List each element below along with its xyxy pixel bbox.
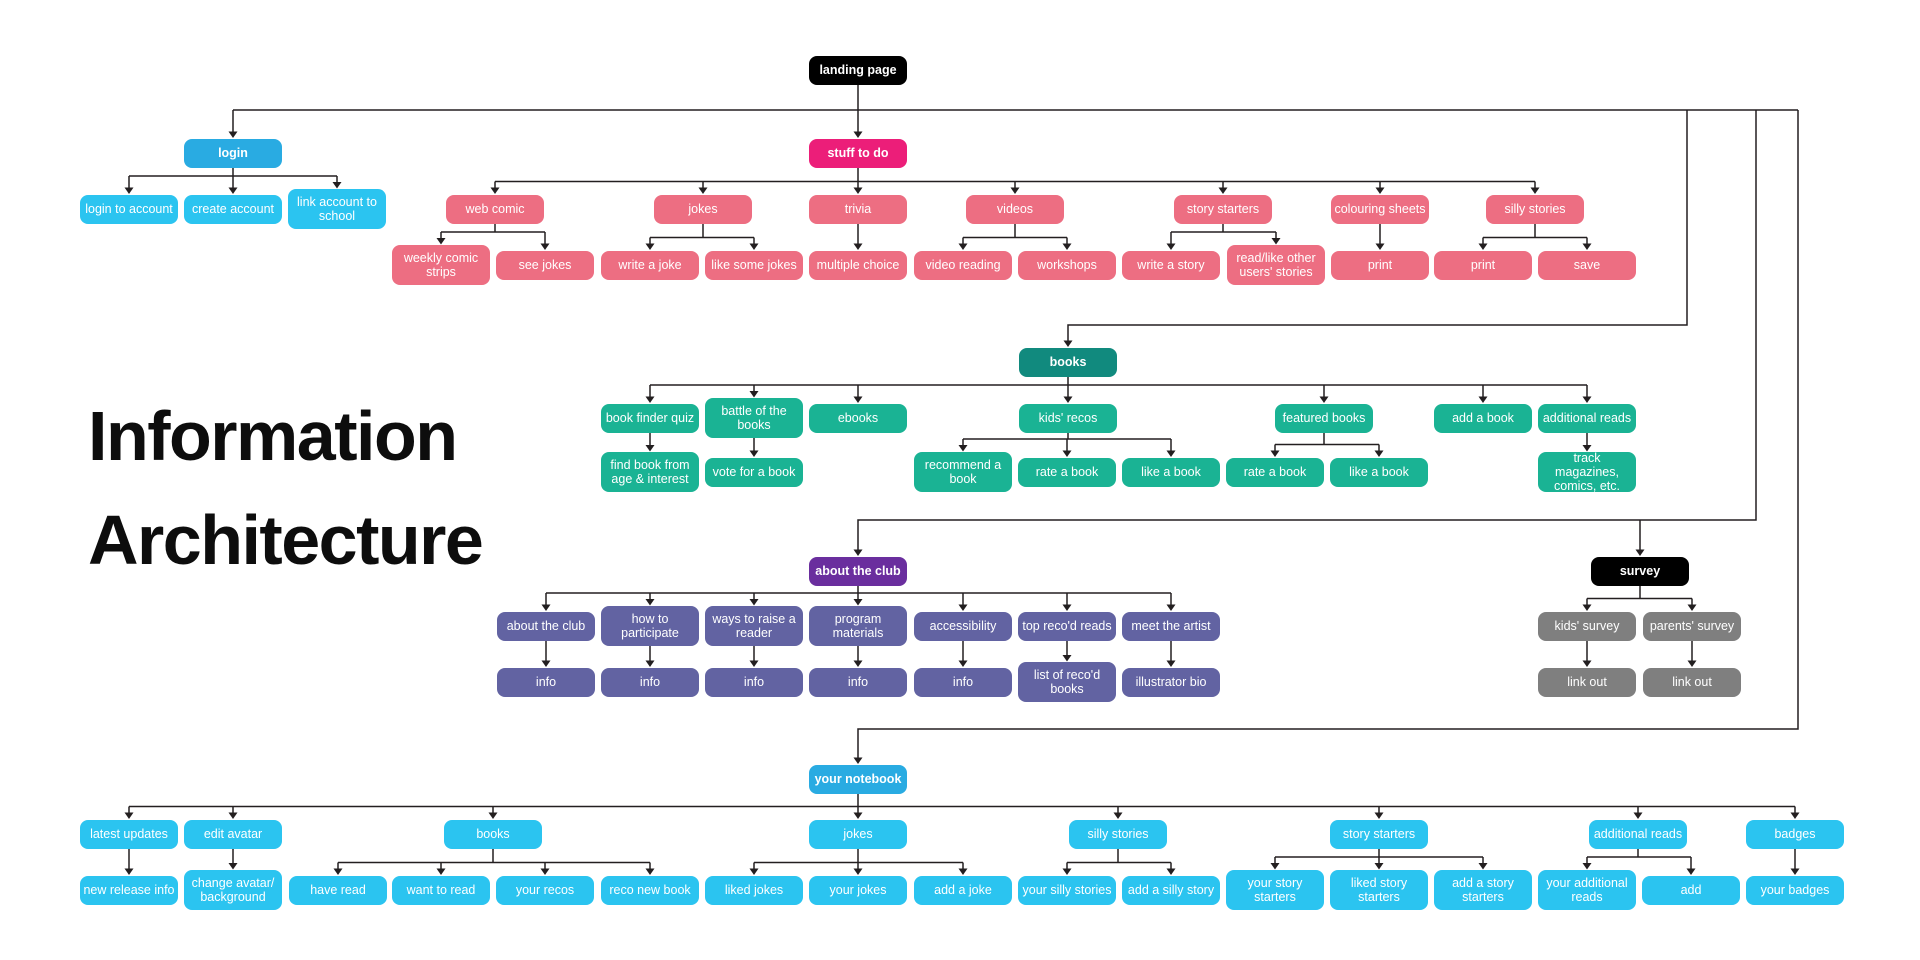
node-your-badges: your badges (1746, 875, 1844, 905)
node-your-silly-stories: your silly stories (1018, 875, 1116, 905)
node-featured-books: featured books (1275, 403, 1373, 433)
node-add: add (1642, 875, 1740, 905)
node-info: info (601, 667, 699, 697)
node-edit-avatar: edit avatar (184, 819, 282, 849)
node-print: print (1331, 250, 1429, 280)
node-change-avatar-background: change avatar/ background (184, 870, 282, 910)
node-your-story-starters: your story starters (1226, 870, 1324, 910)
node-info: info (809, 667, 907, 697)
node-ebooks: ebooks (809, 403, 907, 433)
node-add-a-silly-story: add a silly story (1122, 875, 1220, 905)
node-login: login (184, 138, 282, 168)
node-survey: survey (1591, 556, 1689, 586)
node-additional-reads: additional reads (1538, 403, 1636, 433)
node-your-additional-reads: your additional reads (1538, 870, 1636, 910)
node-about-the-club: about the club (809, 556, 907, 586)
node-recommend-a-book: recommend a book (914, 452, 1012, 492)
node-accessibility: accessibility (914, 611, 1012, 641)
node-about-the-club: about the club (497, 611, 595, 641)
node-how-to-participate: how to participate (601, 606, 699, 646)
node-info: info (914, 667, 1012, 697)
node-your-jokes: your jokes (809, 875, 907, 905)
node-battle-of-the-books: battle of the books (705, 398, 803, 438)
node-story-starters: story starters (1330, 819, 1428, 849)
node-meet-the-artist: meet the artist (1122, 611, 1220, 641)
node-vote-for-a-book: vote for a book (705, 457, 803, 487)
node-video-reading: video reading (914, 250, 1012, 280)
node-liked-story-starters: liked story starters (1330, 870, 1428, 910)
node-link-account-to-school: link account to school (288, 189, 386, 229)
node-rate-a-book: rate a book (1018, 457, 1116, 487)
node-parents-survey: parents' survey (1643, 611, 1741, 641)
node-landing-page: landing page (809, 55, 907, 85)
node-weekly-comic-strips: weekly comic strips (392, 245, 490, 285)
node-illustrator-bio: illustrator bio (1122, 667, 1220, 697)
node-jokes: jokes (809, 819, 907, 849)
node-list-of-reco-d-books: list of reco'd books (1018, 662, 1116, 702)
title-line-2: Architecture (88, 501, 484, 579)
node-your-notebook: your notebook (809, 764, 907, 794)
node-colouring-sheets: colouring sheets (1331, 194, 1429, 224)
node-info: info (705, 667, 803, 697)
node-like-a-book: like a book (1330, 457, 1428, 487)
node-read-like-other-users-stories: read/like other users' stories (1227, 245, 1325, 285)
node-track-magazines-comics-etc: track magazines, comics, etc. (1538, 451, 1636, 493)
node-find-book-from-age-interest: find book from age & interest (601, 452, 699, 492)
node-ways-to-raise-a-reader: ways to raise a reader (705, 606, 803, 646)
node-web-comic: web comic (446, 194, 544, 224)
node-want-to-read: want to read (392, 875, 490, 905)
diagram-title: Information Architecture (88, 384, 484, 592)
node-like-some-jokes: like some jokes (705, 250, 803, 280)
node-book-finder-quiz: book finder quiz (601, 403, 699, 433)
node-have-read: have read (289, 875, 387, 905)
node-program-materials: program materials (809, 606, 907, 646)
node-add-a-joke: add a joke (914, 875, 1012, 905)
node-liked-jokes: liked jokes (705, 875, 803, 905)
node-jokes: jokes (654, 194, 752, 224)
node-kids-survey: kids' survey (1538, 611, 1636, 641)
node-write-a-story: write a story (1122, 250, 1220, 280)
node-create-account: create account (184, 194, 282, 224)
node-save: save (1538, 250, 1636, 280)
node-add-a-book: add a book (1434, 403, 1532, 433)
node-badges: badges (1746, 819, 1844, 849)
node-videos: videos (966, 194, 1064, 224)
node-stuff-to-do: stuff to do (809, 138, 907, 168)
node-kids-recos: kids' recos (1019, 403, 1117, 433)
node-top-reco-d-reads: top reco'd reads (1018, 611, 1116, 641)
node-link-out: link out (1643, 667, 1741, 697)
node-trivia: trivia (809, 194, 907, 224)
node-workshops: workshops (1018, 250, 1116, 280)
node-see-jokes: see jokes (496, 250, 594, 280)
node-rate-a-book: rate a book (1226, 457, 1324, 487)
node-additional-reads: additional reads (1589, 819, 1687, 849)
node-link-out: link out (1538, 667, 1636, 697)
node-multiple-choice: multiple choice (809, 250, 907, 280)
node-books: books (444, 819, 542, 849)
node-add-a-story-starters: add a story starters (1434, 870, 1532, 910)
node-silly-stories: silly stories (1486, 194, 1584, 224)
node-like-a-book: like a book (1122, 457, 1220, 487)
node-books: books (1019, 347, 1117, 377)
node-your-recos: your recos (496, 875, 594, 905)
node-login-to-account: login to account (80, 194, 178, 224)
node-latest-updates: latest updates (80, 819, 178, 849)
node-info: info (497, 667, 595, 697)
title-line-1: Information (88, 397, 458, 475)
node-story-starters: story starters (1174, 194, 1272, 224)
node-print: print (1434, 250, 1532, 280)
node-write-a-joke: write a joke (601, 250, 699, 280)
node-reco-new-book: reco new book (601, 875, 699, 905)
node-new-release-info: new release info (80, 875, 178, 905)
node-silly-stories: silly stories (1069, 819, 1167, 849)
